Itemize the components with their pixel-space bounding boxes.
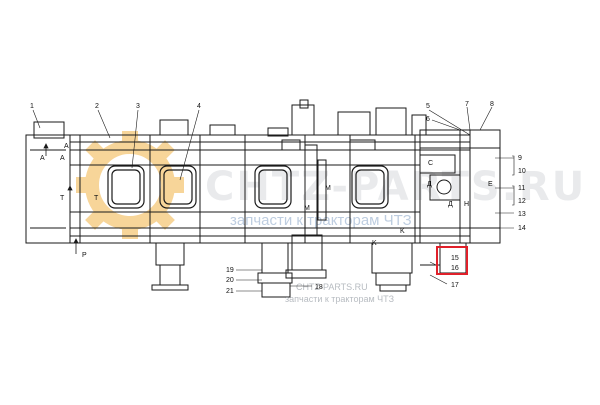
section-letter-k1: K [372, 240, 377, 247]
callout-9: 9 [518, 155, 522, 162]
arrow-markers [43, 143, 79, 254]
callout-18: 18 [315, 284, 323, 291]
callout-20: 20 [226, 277, 234, 284]
section-letter-a1: A [40, 155, 45, 162]
callout-19: 19 [226, 267, 234, 274]
watermark-small-top: CHTZ-PARTS.RU [296, 282, 368, 292]
callout-7: 7 [465, 101, 469, 108]
callout-numbers: 1 2 3 4 5 6 7 8 9 10 11 12 13 14 15 16 1… [30, 101, 526, 295]
callout-5: 5 [426, 103, 430, 110]
section-letter-a2: A [64, 143, 69, 150]
section-letters: A A A T T P M M C E Д Д K K Н [40, 143, 493, 259]
watermark-main: CHTZ-PARTS.RU [205, 164, 586, 210]
top-brackets [159, 99, 461, 201]
callout-21: 21 [226, 288, 234, 295]
callout-3: 3 [136, 103, 140, 110]
section-letter-p1: P [82, 252, 87, 259]
section-letter-t1: T [60, 195, 65, 202]
callout-2: 2 [95, 103, 99, 110]
callout-13: 13 [518, 211, 526, 218]
section-letter-d1: Д [427, 181, 432, 188]
callout-11: 11 [518, 185, 525, 192]
callout-brackets [512, 155, 515, 206]
section-letter-d2: Д [448, 201, 453, 208]
gear-watermark-icon [76, 131, 184, 239]
section-letter-c1: C [428, 160, 433, 167]
section-letter-a3: A [60, 155, 65, 162]
callout-12: 12 [518, 198, 526, 205]
callout-17: 17 [451, 282, 459, 289]
callout-8: 8 [490, 101, 494, 108]
callout-1: 1 [30, 103, 34, 110]
callout-15: 15 [451, 255, 459, 262]
section-letter-t2: T [94, 195, 99, 202]
bottom-supports [151, 234, 467, 298]
highlight-box[interactable] [436, 246, 468, 275]
section-letter-m1: M [325, 185, 331, 192]
leader-lines [32, 106, 514, 292]
frame-windows [107, 165, 389, 209]
section-letter-e1: E [488, 181, 493, 188]
section-letter-k2: K [400, 228, 405, 235]
callout-6: 6 [426, 116, 430, 123]
callout-14: 14 [518, 225, 526, 232]
section-letter-m2: M [304, 205, 310, 212]
callout-10: 10 [518, 168, 526, 175]
callout-4: 4 [197, 103, 201, 110]
callout-16: 16 [451, 265, 459, 272]
section-letter-n1: Н [464, 201, 469, 208]
watermark-small-bottom: запчасти к тракторам ЧТЗ [285, 294, 394, 304]
